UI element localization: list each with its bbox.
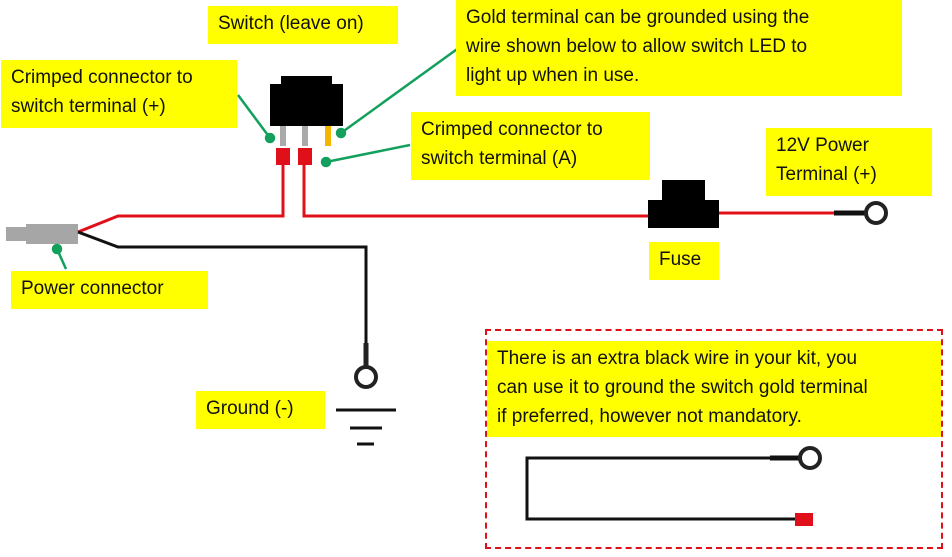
power-connector-label: Power connector	[11, 271, 208, 309]
ground-label: Ground (-)	[196, 391, 325, 429]
crimped-plus-label: Crimped connector to switch terminal (+)	[1, 60, 237, 128]
power-ring-terminal-icon	[864, 201, 888, 225]
crimped-a-label: Crimped connector to switch terminal (A)	[411, 112, 650, 180]
red-wire-switch-a-to-fuse	[302, 165, 650, 218]
extra-black-wire	[525, 456, 795, 521]
extra-wire-crimp-connector-icon	[795, 513, 813, 526]
gold-terminal-label: Gold terminal can be grounded using the …	[456, 0, 902, 96]
red-wire-to-switch-plus	[77, 165, 285, 234]
fuse-icon	[648, 180, 719, 228]
ground-symbol-icon	[336, 408, 396, 446]
black-ground-wire	[77, 230, 368, 345]
switch-label: Switch (leave on)	[208, 6, 398, 44]
fuse-label: Fuse	[649, 242, 719, 280]
power-12v-label: 12V Power Terminal (+)	[766, 128, 932, 196]
power-connector-plug	[6, 224, 78, 244]
extra-wire-ring-terminal-icon	[798, 446, 822, 470]
extra-wire-note-box	[485, 329, 943, 549]
ground-ring-terminal-icon	[354, 365, 378, 389]
leader-lines	[51, 45, 461, 270]
switch-icon	[270, 76, 343, 165]
extra-wire-note-label: There is an extra black wire in your kit…	[487, 341, 941, 437]
